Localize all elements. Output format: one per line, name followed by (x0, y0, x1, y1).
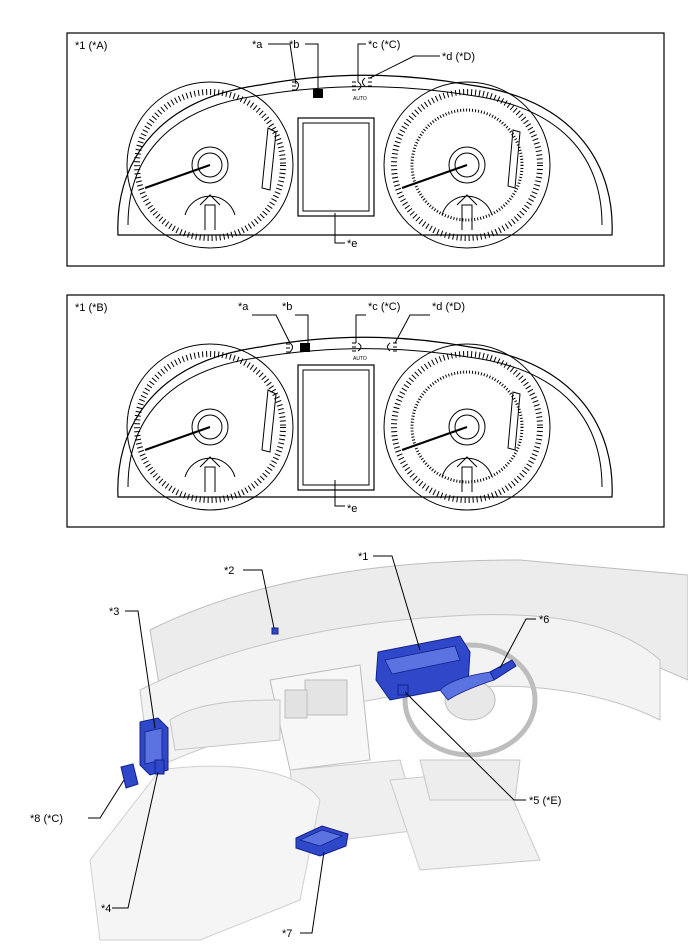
panel-a-title: *1 (*A) (75, 40, 107, 52)
panel-b-label-c: *c (*C) (368, 301, 400, 313)
svg-text:AUTO: AUTO (353, 96, 367, 102)
callout-8: *8 (*C) (30, 813, 63, 825)
panel-a-label-e: *e (347, 238, 357, 250)
tachometer-dial-b (383, 343, 551, 511)
panel-a-label-b: *b (289, 39, 299, 51)
panel-a-label-c: *c (*C) (368, 39, 400, 51)
callout-7: *7 (282, 928, 292, 940)
callout-2: *2 (224, 565, 234, 577)
temperature-gauge-icon (441, 456, 493, 492)
speedometer-dial-b (126, 343, 294, 511)
ecu-4-part (154, 759, 165, 775)
multi-display-b (297, 364, 375, 491)
combination-meter-part (375, 635, 471, 701)
speedometer-dial-a (126, 81, 294, 249)
panel-b: *1 (*B) (66, 294, 665, 528)
panel-a-label-d: *d (*D) (442, 51, 475, 63)
panel-b-title: *1 (*B) (75, 302, 107, 314)
panel-a-label-a: *a (252, 39, 263, 51)
fog-light-icon (292, 80, 299, 91)
sensor-2-part (271, 627, 279, 635)
headlight-icon (313, 89, 323, 98)
multi-display-a (297, 117, 375, 217)
meter-cluster-a: AUTO (117, 74, 613, 249)
auto-headlight-icon: AUTO (352, 81, 367, 102)
fuel-gauge-icon (184, 456, 236, 492)
callout-5: *5 (*E) (529, 795, 561, 807)
module-8-part (120, 763, 139, 789)
panel-b-label-e: *e (347, 503, 357, 515)
module-7-part (295, 825, 349, 857)
auto-headlight-icon: AUTO (352, 342, 367, 362)
temperature-gauge-icon (441, 194, 493, 230)
headlight-icon (300, 343, 310, 352)
panel-b-label-b: *b (282, 301, 292, 313)
component-5-part (397, 684, 409, 696)
fuel-gauge-icon (184, 194, 236, 230)
callout-3: *3 (109, 606, 119, 618)
panel-b-label-a: *a (238, 301, 249, 313)
panel-a: *1 (*A) (66, 32, 665, 267)
fog-light-icon (286, 342, 293, 353)
tachometer-dial-a (383, 81, 551, 249)
callout-6: *6 (539, 614, 549, 626)
callout-4: *4 (101, 903, 111, 915)
switch-6-part (439, 659, 517, 701)
panel-b-label-d: *d (*D) (432, 301, 465, 313)
meter-cluster-b: AUTO (117, 336, 613, 511)
callout-1: *1 (358, 551, 368, 563)
svg-text:AUTO: AUTO (353, 356, 367, 362)
vehicle-interior: *1 *2 *3 *4 *5 (*E) *6 *7 *8 (*C) (30, 551, 688, 941)
